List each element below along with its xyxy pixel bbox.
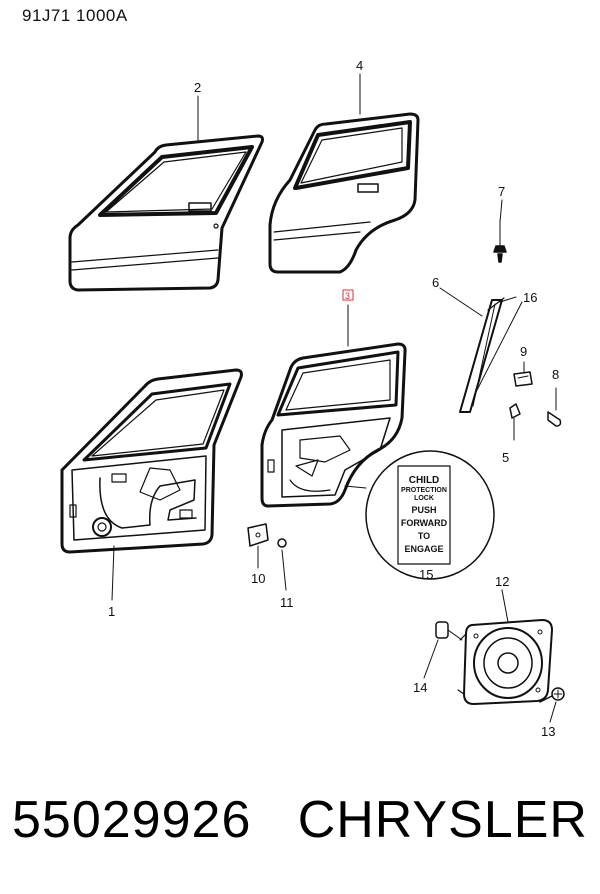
- diagram-code: 91J71 1000A: [22, 6, 128, 25]
- screw-7: [493, 219, 507, 263]
- clip-9: [513, 361, 533, 387]
- pin-8: [547, 387, 562, 427]
- callout-7: 7: [498, 184, 505, 199]
- front-door-inner-shell: [60, 368, 243, 554]
- callout-13: 13: [541, 724, 555, 739]
- leader-lines: [111, 73, 523, 601]
- window-run-channel: [459, 297, 505, 413]
- callout-11: 11: [280, 595, 294, 610]
- highlight-box: [342, 289, 354, 301]
- part-number: 55029926: [12, 791, 252, 849]
- rear-door-inner-shell: [260, 342, 407, 508]
- rear-door-outer-panel: [268, 112, 420, 274]
- callout-12: 12: [495, 574, 509, 589]
- bracket-10: [247, 523, 269, 569]
- callout-3: 3: [345, 291, 350, 301]
- speaker-12: [457, 589, 553, 705]
- callout-8: 8: [552, 367, 559, 382]
- part-number-footer: 55029926 CHRYSLER: [12, 790, 588, 850]
- callout-2: 2: [194, 80, 201, 95]
- bolt-5: [509, 403, 521, 441]
- child-lock-label-line7: ENGAGE: [404, 544, 443, 554]
- callout-9: 9: [520, 344, 527, 359]
- callout-14: 14: [413, 680, 427, 695]
- child-lock-label-line6: TO: [418, 531, 430, 541]
- child-lock-label-line2: PROTECTION: [401, 487, 447, 494]
- front-door-outer-panel: [68, 134, 264, 292]
- rivet-11: [277, 538, 287, 591]
- child-lock-label-line4: PUSH: [411, 505, 436, 515]
- callout-1: 1: [108, 604, 115, 619]
- callout-4: 4: [356, 58, 363, 73]
- child-lock-label-line3: LOCK: [414, 495, 434, 502]
- callout-15: 15: [419, 567, 433, 582]
- connector-14: [423, 621, 463, 679]
- child-lock-detail-circle: [344, 450, 495, 580]
- callout-5: 5: [502, 450, 509, 465]
- child-lock-label-line1: CHILD: [409, 475, 440, 486]
- callout-6: 6: [432, 275, 439, 290]
- brand-name: CHRYSLER: [297, 791, 588, 849]
- callout-16: 16: [523, 290, 537, 305]
- child-lock-label-line5: FORWARD: [401, 518, 448, 528]
- screw-13: [539, 687, 565, 723]
- callout-10: 10: [251, 571, 265, 586]
